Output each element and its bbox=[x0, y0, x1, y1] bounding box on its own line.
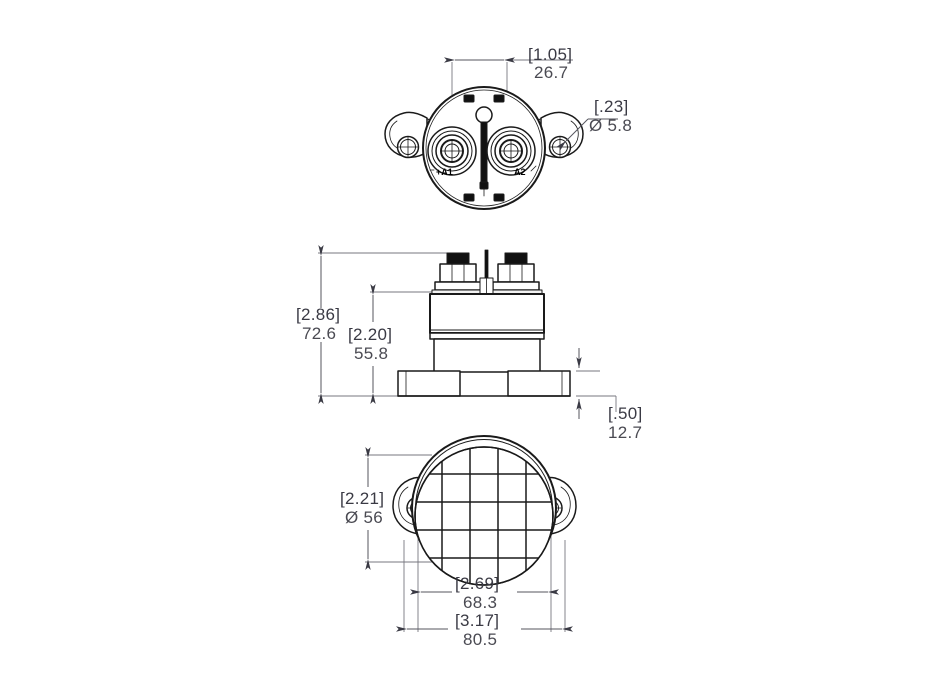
dim-hole-spacing-metric: 68.3 bbox=[463, 593, 497, 612]
top-view-body: +A1 A2 bbox=[384, 86, 584, 210]
side-center-pin bbox=[479, 249, 494, 296]
side-terminal-left-nut bbox=[439, 263, 477, 283]
side-body-flange bbox=[429, 332, 545, 340]
bottom-ear-right-inner bbox=[553, 486, 571, 526]
dim-hole-dia-metric: Ø 5.8 bbox=[589, 116, 632, 135]
leader-mounting-hole-dia bbox=[556, 118, 618, 151]
dim-foot-height-metric: 12.7 bbox=[608, 423, 642, 442]
dim-hole-dia-inch: [.23] bbox=[594, 97, 629, 116]
center-pin-foot bbox=[479, 181, 489, 190]
dim-overall-height-inch: [2.86] bbox=[296, 305, 340, 324]
bottom-grid-pattern bbox=[415, 447, 553, 585]
dim-foot-height-inch: [.50] bbox=[608, 404, 643, 423]
side-terminal-right-nut bbox=[497, 263, 535, 283]
crimp-tabs-top bbox=[463, 94, 505, 103]
terminal-left bbox=[427, 126, 477, 176]
dim-body-diameter-inch: [2.21] bbox=[340, 489, 384, 508]
side-center-pin-rod bbox=[484, 249, 489, 279]
terminal-label-right: A2 bbox=[514, 167, 526, 177]
dim-overall-width-inch: [3.17] bbox=[455, 611, 499, 630]
dim-body-height-inch: [2.20] bbox=[348, 325, 392, 344]
center-pin-assembly bbox=[475, 106, 493, 197]
dim-terminal-spacing-metric: 26.7 bbox=[534, 63, 568, 82]
side-terminal-right-cap bbox=[504, 252, 528, 265]
body-inner-circle bbox=[425, 89, 543, 207]
side-terminal-right bbox=[489, 252, 543, 296]
dim-body-height-metric-value: 55.8 bbox=[354, 344, 388, 363]
terminal-right bbox=[486, 126, 536, 176]
dim-hole-spacing-inch: [2.69] bbox=[455, 574, 499, 593]
terminal-label-right-tick bbox=[530, 165, 537, 172]
dim-terminal-spacing-inch: [1.05] bbox=[528, 45, 572, 64]
side-terminal-left-cap bbox=[446, 252, 470, 265]
dim-overall-width-metric: 80.5 bbox=[463, 630, 497, 649]
bottom-grid-circle-edge bbox=[414, 446, 554, 586]
side-foot-left bbox=[397, 370, 461, 397]
side-view-body bbox=[397, 249, 571, 397]
dim-body-diameter-metric: Ø 56 bbox=[345, 508, 383, 527]
bottom-view-body bbox=[392, 435, 577, 586]
side-foot-right bbox=[507, 370, 571, 397]
terminal-label-left: +A1 bbox=[436, 167, 453, 177]
side-terminal-left-washer bbox=[434, 281, 482, 291]
bottom-ear-left-inner bbox=[398, 486, 416, 526]
crimp-tabs-bottom bbox=[463, 193, 505, 202]
view-bottom: [2.21] Ø 56 [2.69] 68.3 [3.17] 80.5 bbox=[340, 435, 577, 649]
side-body-upper bbox=[429, 293, 545, 334]
view-side: [2.86] 72.6 [2.20] 55.8 [.50] 12.7 bbox=[296, 245, 643, 442]
side-body-lower bbox=[433, 338, 541, 373]
center-pin-ring bbox=[475, 106, 493, 124]
side-terminal-right-washer bbox=[492, 281, 540, 291]
dim-overall-height-metric: 72.6 bbox=[302, 324, 336, 343]
center-pin-rod bbox=[480, 121, 488, 183]
view-top: +A1 A2 [1.05] 26.7 [.23] Ø 5.8 bbox=[384, 45, 632, 210]
side-terminal-left bbox=[431, 252, 485, 296]
